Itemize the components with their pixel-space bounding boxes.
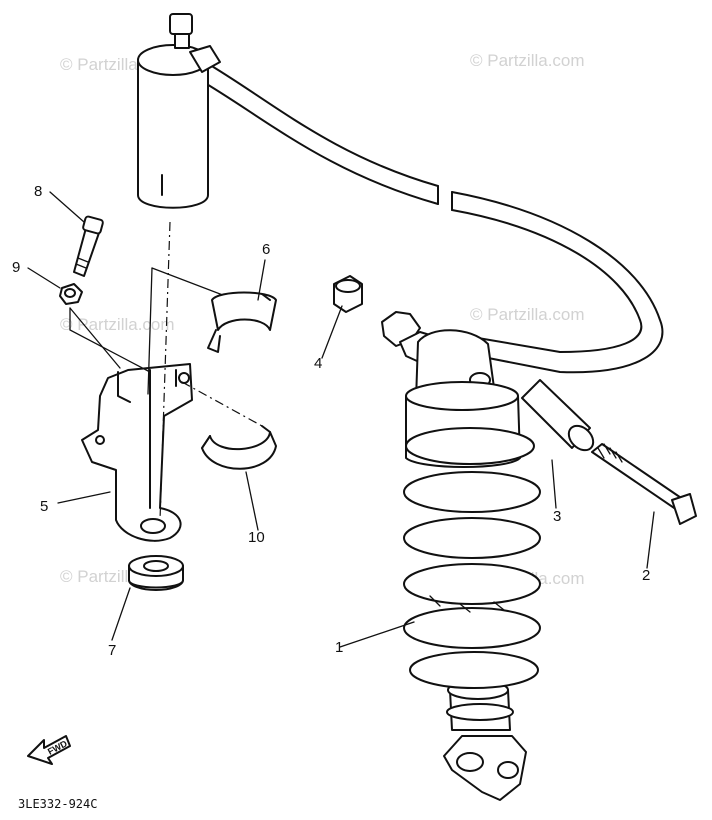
callout-3: 3 [553,508,561,525]
callout-2: 2 [642,567,650,584]
coil-spring [403,427,541,689]
remote-reservoir [137,13,221,209]
clamp-band-upper [207,291,277,353]
callout-10: 10 [248,529,265,546]
callout-numbers: 1 2 3 4 5 6 7 8 9 10 [12,183,650,659]
callout-4: 4 [314,355,322,372]
callout-5: 5 [40,498,48,515]
reservoir-bracket [81,363,193,542]
callout-1: 1 [335,639,343,656]
cap [333,275,363,313]
center-line-reservoir [159,221,171,521]
callout-7: 7 [108,642,116,659]
leader-lines [27,191,655,648]
watermark-mid-left: © Partzilla.com [60,315,175,334]
watermark-mid-right: © Partzilla.com [470,305,585,324]
mounting-bolt [591,443,697,525]
drawing-code: 3LE332-924C [18,797,97,811]
callout-9: 9 [12,259,20,276]
watermark-top-right: © Partzilla.com [470,51,585,70]
reservoir-hose [199,61,664,374]
bolt-and-nut [59,215,104,305]
callout-6: 6 [262,241,270,258]
collar [521,379,595,452]
forward-arrow: FWD [27,735,71,765]
rear-shock-absorber [381,311,527,801]
grommet [128,555,184,591]
callout-8: 8 [34,183,42,200]
clamp-band-lower [201,425,277,470]
